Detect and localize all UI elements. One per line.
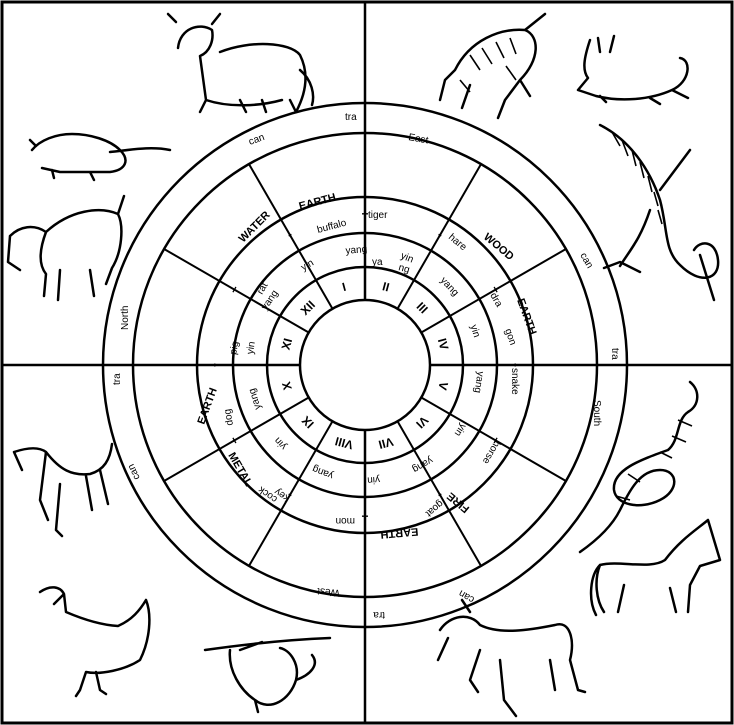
polarity-sign: - [509,363,523,367]
monkey-drawing [205,638,330,712]
horse-drawing [591,520,720,615]
label-west: West [317,585,341,598]
yin-yang-label: yin [367,474,381,486]
label-south: South [591,400,602,426]
rat-drawing [30,134,170,180]
polarity-sign: + [361,509,368,523]
polarity-sign: - [207,363,221,367]
label-tra-n: tra [345,112,357,123]
label-ya: ya [372,257,383,268]
tiger-drawing [440,14,545,118]
label-tra-e: tra [609,348,620,360]
label-mon: mon [336,515,355,526]
dragon-drawing [600,125,718,300]
goat-drawing [438,600,585,716]
label-tra-s: tra [373,609,385,620]
label-tra-w: tra [112,373,123,385]
label-pig: pig [228,340,241,355]
pig-drawing [8,196,124,300]
hare-drawing [578,36,688,104]
polarity-sign: + [361,207,368,221]
yin-yang-label: yin [245,341,258,355]
label-north: North [120,306,131,330]
rooster-drawing [40,587,149,696]
dog-drawing [14,444,112,536]
label-tiger: tiger [368,210,388,221]
buffalo-drawing [168,14,313,112]
yin-yang-label: yang [345,244,367,257]
label-snake: snake [509,368,520,395]
